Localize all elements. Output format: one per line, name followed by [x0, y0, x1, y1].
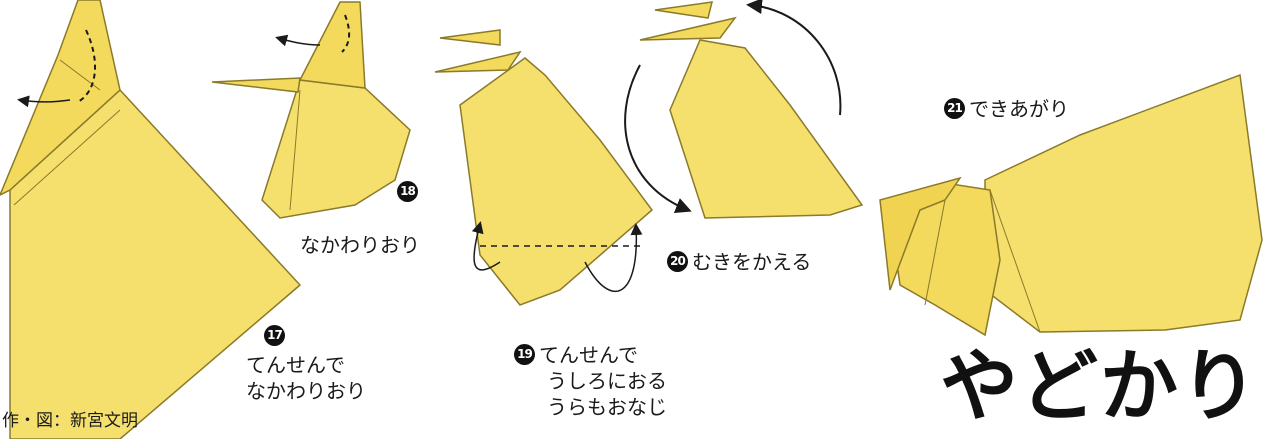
- step-17-fold-line: [13, 109, 121, 206]
- step-20-number-badge: 20: [667, 251, 688, 272]
- step-17-instruction: てんせんで なかわりおり: [246, 352, 366, 404]
- step-17-line-2: なかわりおり: [246, 379, 366, 403]
- step-20-crest-1: [654, 1, 713, 19]
- step-18-arrow: [275, 34, 321, 47]
- step-19-figure: [434, 29, 654, 306]
- author-credit: 作・図：新宮文明: [2, 411, 138, 431]
- step-18-figure: [211, 1, 411, 219]
- step-20-figure: [624, 0, 864, 219]
- step-17-line-1: てんせんで: [246, 353, 345, 377]
- step-19-line-3: うらもおなじ: [547, 394, 667, 419]
- step-19-crest-1: [439, 29, 501, 46]
- step-18-beak: [211, 77, 301, 93]
- step-18-body: [261, 79, 411, 219]
- step-17-dashed-fold: [77, 29, 96, 103]
- step-19-number-badge: 19: [514, 344, 535, 365]
- step-21-shell: [984, 73, 1263, 333]
- step-21-line-1: できあがり: [969, 96, 1069, 121]
- step-19-body: [459, 57, 654, 306]
- step-19-arrow-left: [471, 221, 501, 271]
- step-21-number-badge: 21: [944, 98, 965, 119]
- step-18-number-badge: 18: [397, 181, 418, 202]
- step-18-dashed-fold: [341, 14, 351, 53]
- step-19-line-2: うしろにおる: [547, 368, 667, 393]
- step-21-claw: [879, 176, 962, 291]
- step-21-figure: [879, 73, 1263, 337]
- step-20-arrow-bottom: [624, 64, 692, 213]
- step-17-number-badge: 17: [264, 325, 285, 346]
- step-20-body: [669, 39, 864, 219]
- step-19-crest-2: [434, 50, 522, 73]
- step-18-line-1: なかわりおり: [300, 233, 420, 257]
- step-17-point: [0, 0, 121, 196]
- page-title: やどかり: [940, 342, 1261, 432]
- step-20-line-1: むきをかえる: [692, 249, 812, 274]
- step-18-fold-line: [289, 89, 301, 211]
- step-17-arrow: [17, 95, 71, 108]
- step-17-figure: [0, 0, 302, 439]
- step-20-arrow-top: [746, 0, 842, 116]
- step-18-instruction: なかわりおり: [300, 232, 420, 258]
- step-17-fold-line-2: [59, 59, 101, 91]
- step-21-fold-line-2: [924, 199, 946, 306]
- step-19-arrow-right: [584, 223, 643, 293]
- step-20-crest-2: [639, 16, 737, 41]
- step-21-fold-line: [989, 189, 1041, 333]
